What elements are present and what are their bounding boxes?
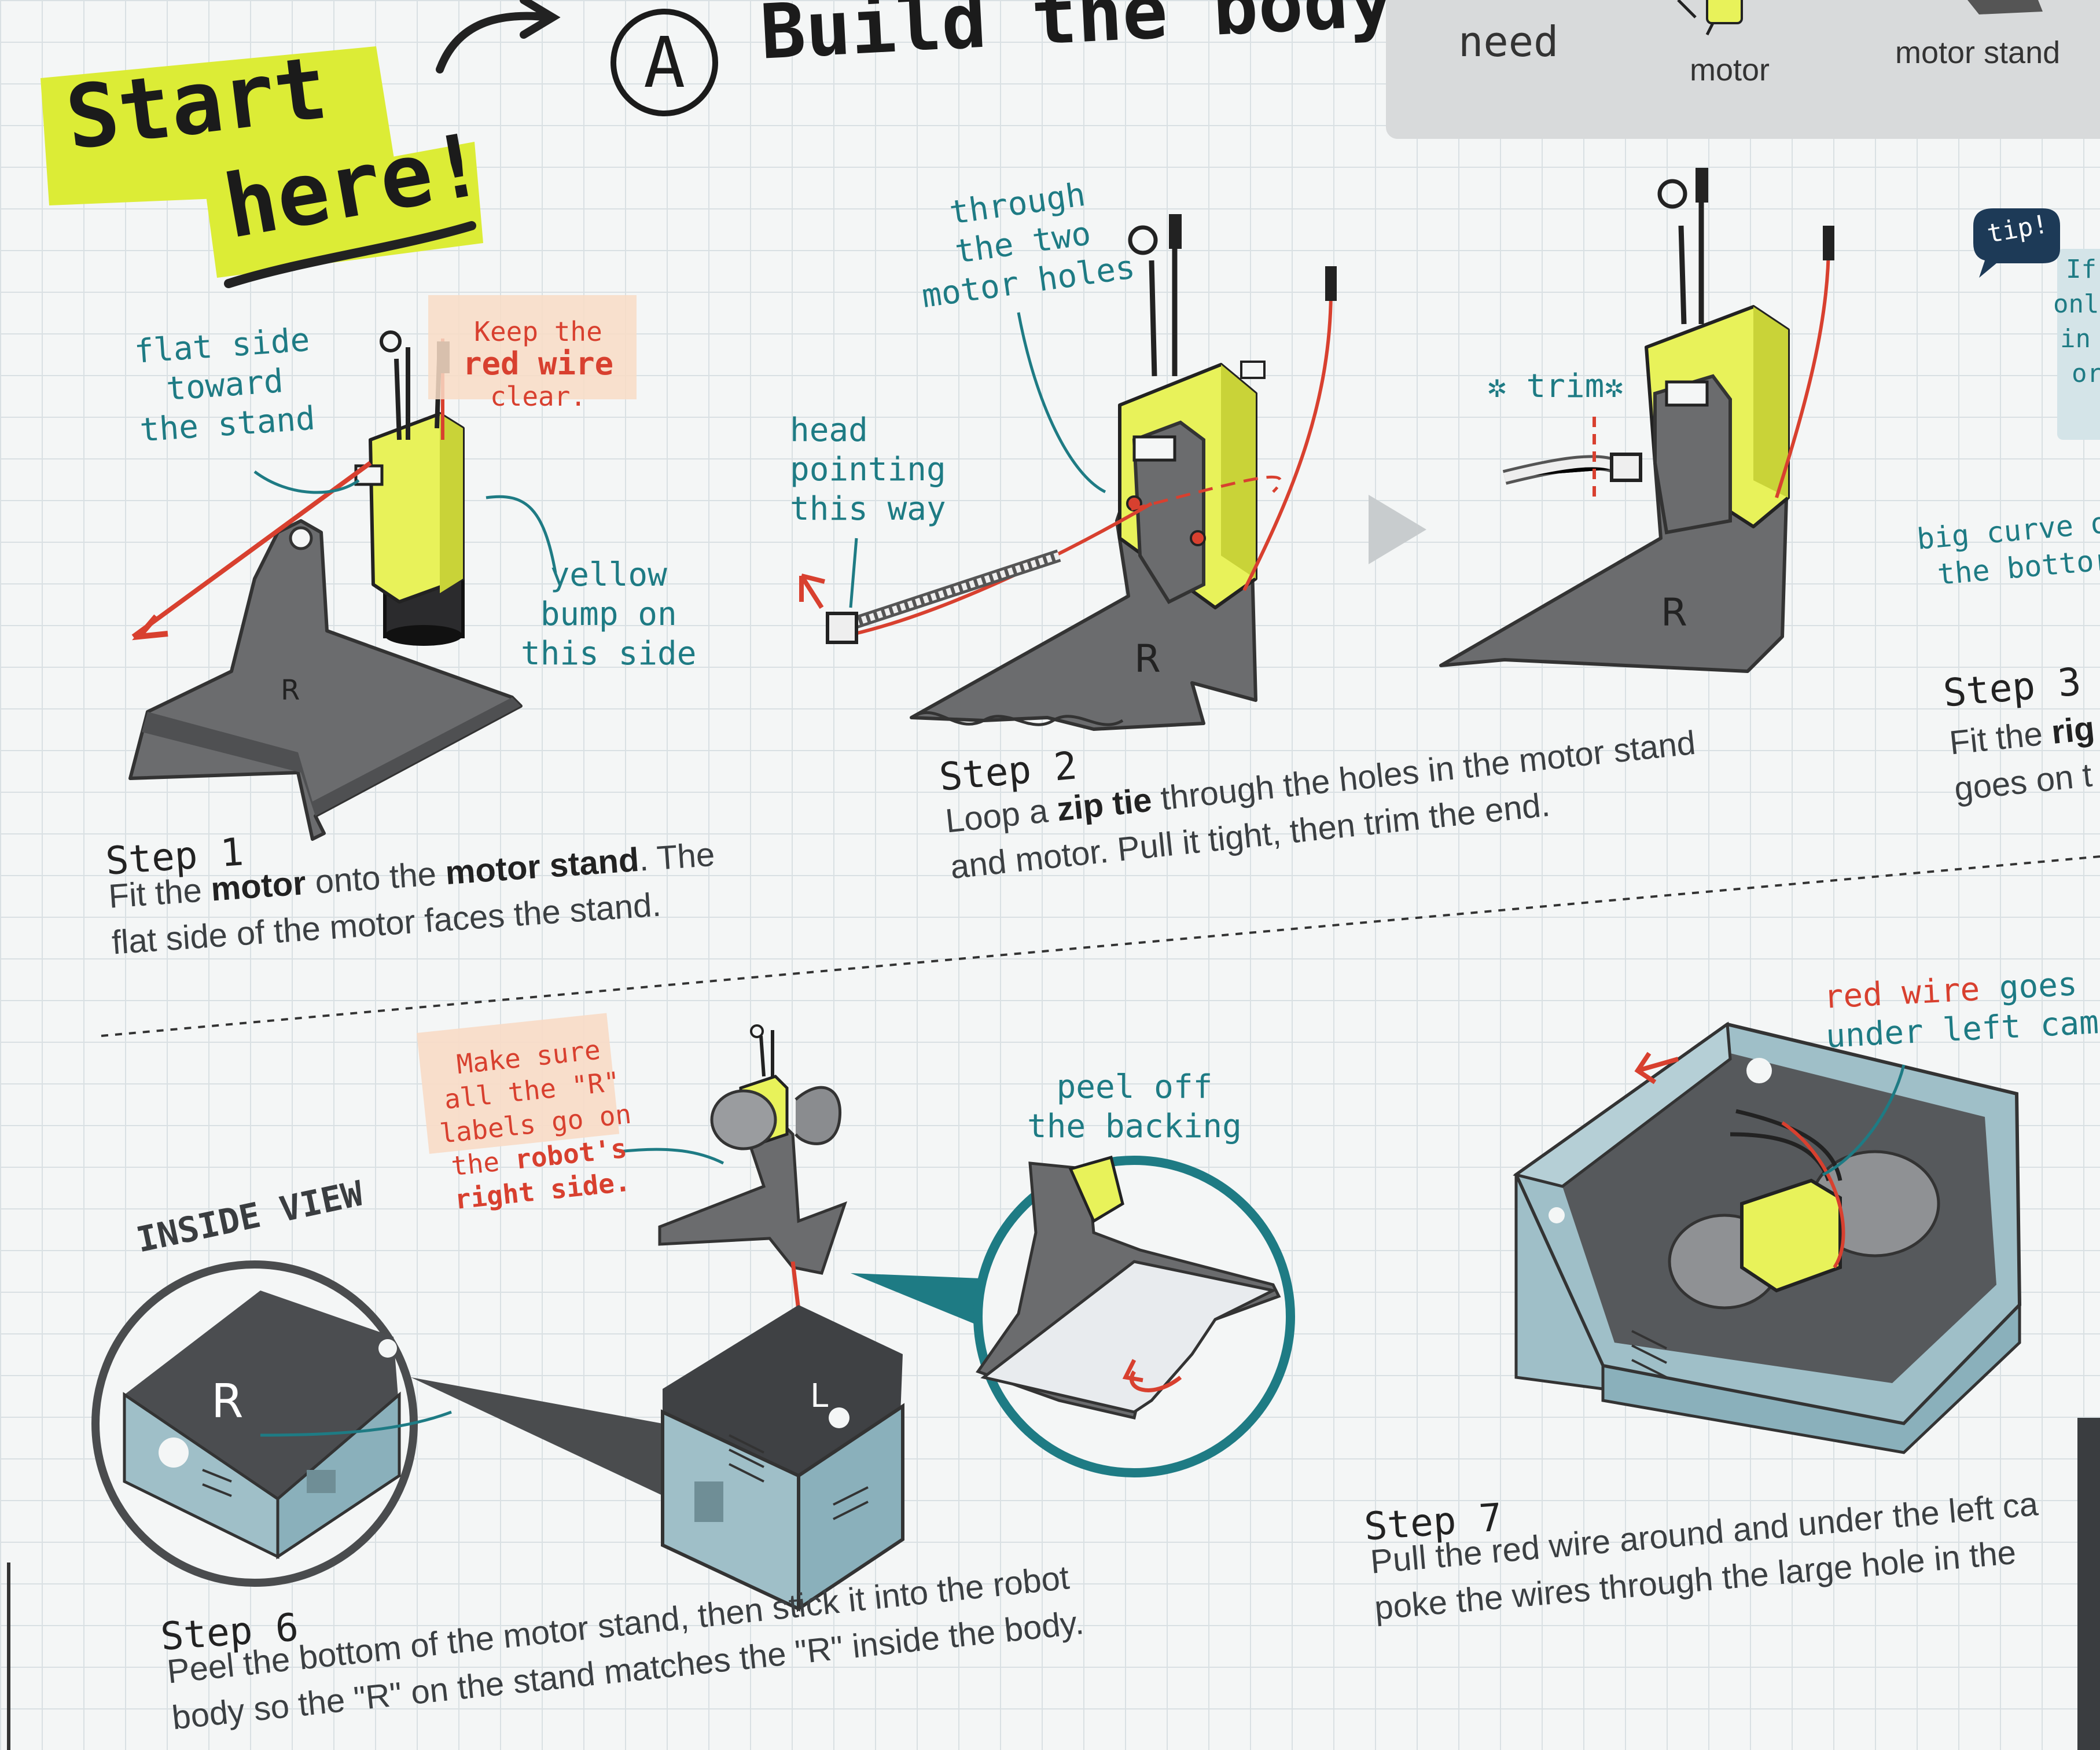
section-divider — [101, 855, 2100, 1037]
tip-badge-shape — [1973, 208, 2060, 278]
step3-illustration — [1439, 168, 1834, 673]
stand-r-label-2: R — [1134, 637, 1161, 681]
stand-part-icon — [1967, 0, 2043, 14]
parts-panel — [1386, 0, 2100, 139]
step1-illustration — [128, 295, 637, 841]
next-step-arrow — [1369, 495, 1426, 564]
start-highlight — [41, 46, 399, 205]
step6-illustration — [91, 1013, 1295, 1612]
need-label: need — [1458, 17, 1559, 66]
tip-line-3: in a — [2060, 324, 2100, 354]
note-keep-red-wire: Keep the red wire clear. — [463, 316, 614, 412]
step3-description: Fit the rig goes on t — [1947, 709, 2097, 808]
motor-part-icon — [1706, 0, 1743, 24]
section-circle — [610, 9, 718, 116]
box-l-label: L — [810, 1377, 829, 1415]
here-underline — [224, 221, 476, 288]
step2-illustration — [799, 214, 1337, 731]
stand-r-label-1: R — [281, 674, 300, 707]
part-motor-label: motor — [1690, 53, 1770, 87]
note-make-sure-r: Make sure all the "R" labels go on the r… — [438, 1034, 633, 1215]
inside-r-label: R — [211, 1374, 244, 1428]
tip-panel — [2057, 249, 2100, 440]
note-trim: ✲ trim✲ — [1487, 367, 1624, 405]
step7-illustration — [1513, 1021, 2022, 1454]
tip-line-2: only — [2053, 289, 2100, 319]
header-arrow — [436, 12, 554, 73]
tip-line-4: or — [2072, 359, 2100, 388]
note-red-wire-goes: red wire goes under left cam — [1823, 965, 2100, 1056]
part-motor-stand-label: motor stand — [1895, 35, 2061, 70]
tip-line-1: If — [2066, 255, 2097, 284]
stand-r-label-3: R — [1661, 590, 1687, 635]
section-letter: A — [643, 23, 686, 104]
